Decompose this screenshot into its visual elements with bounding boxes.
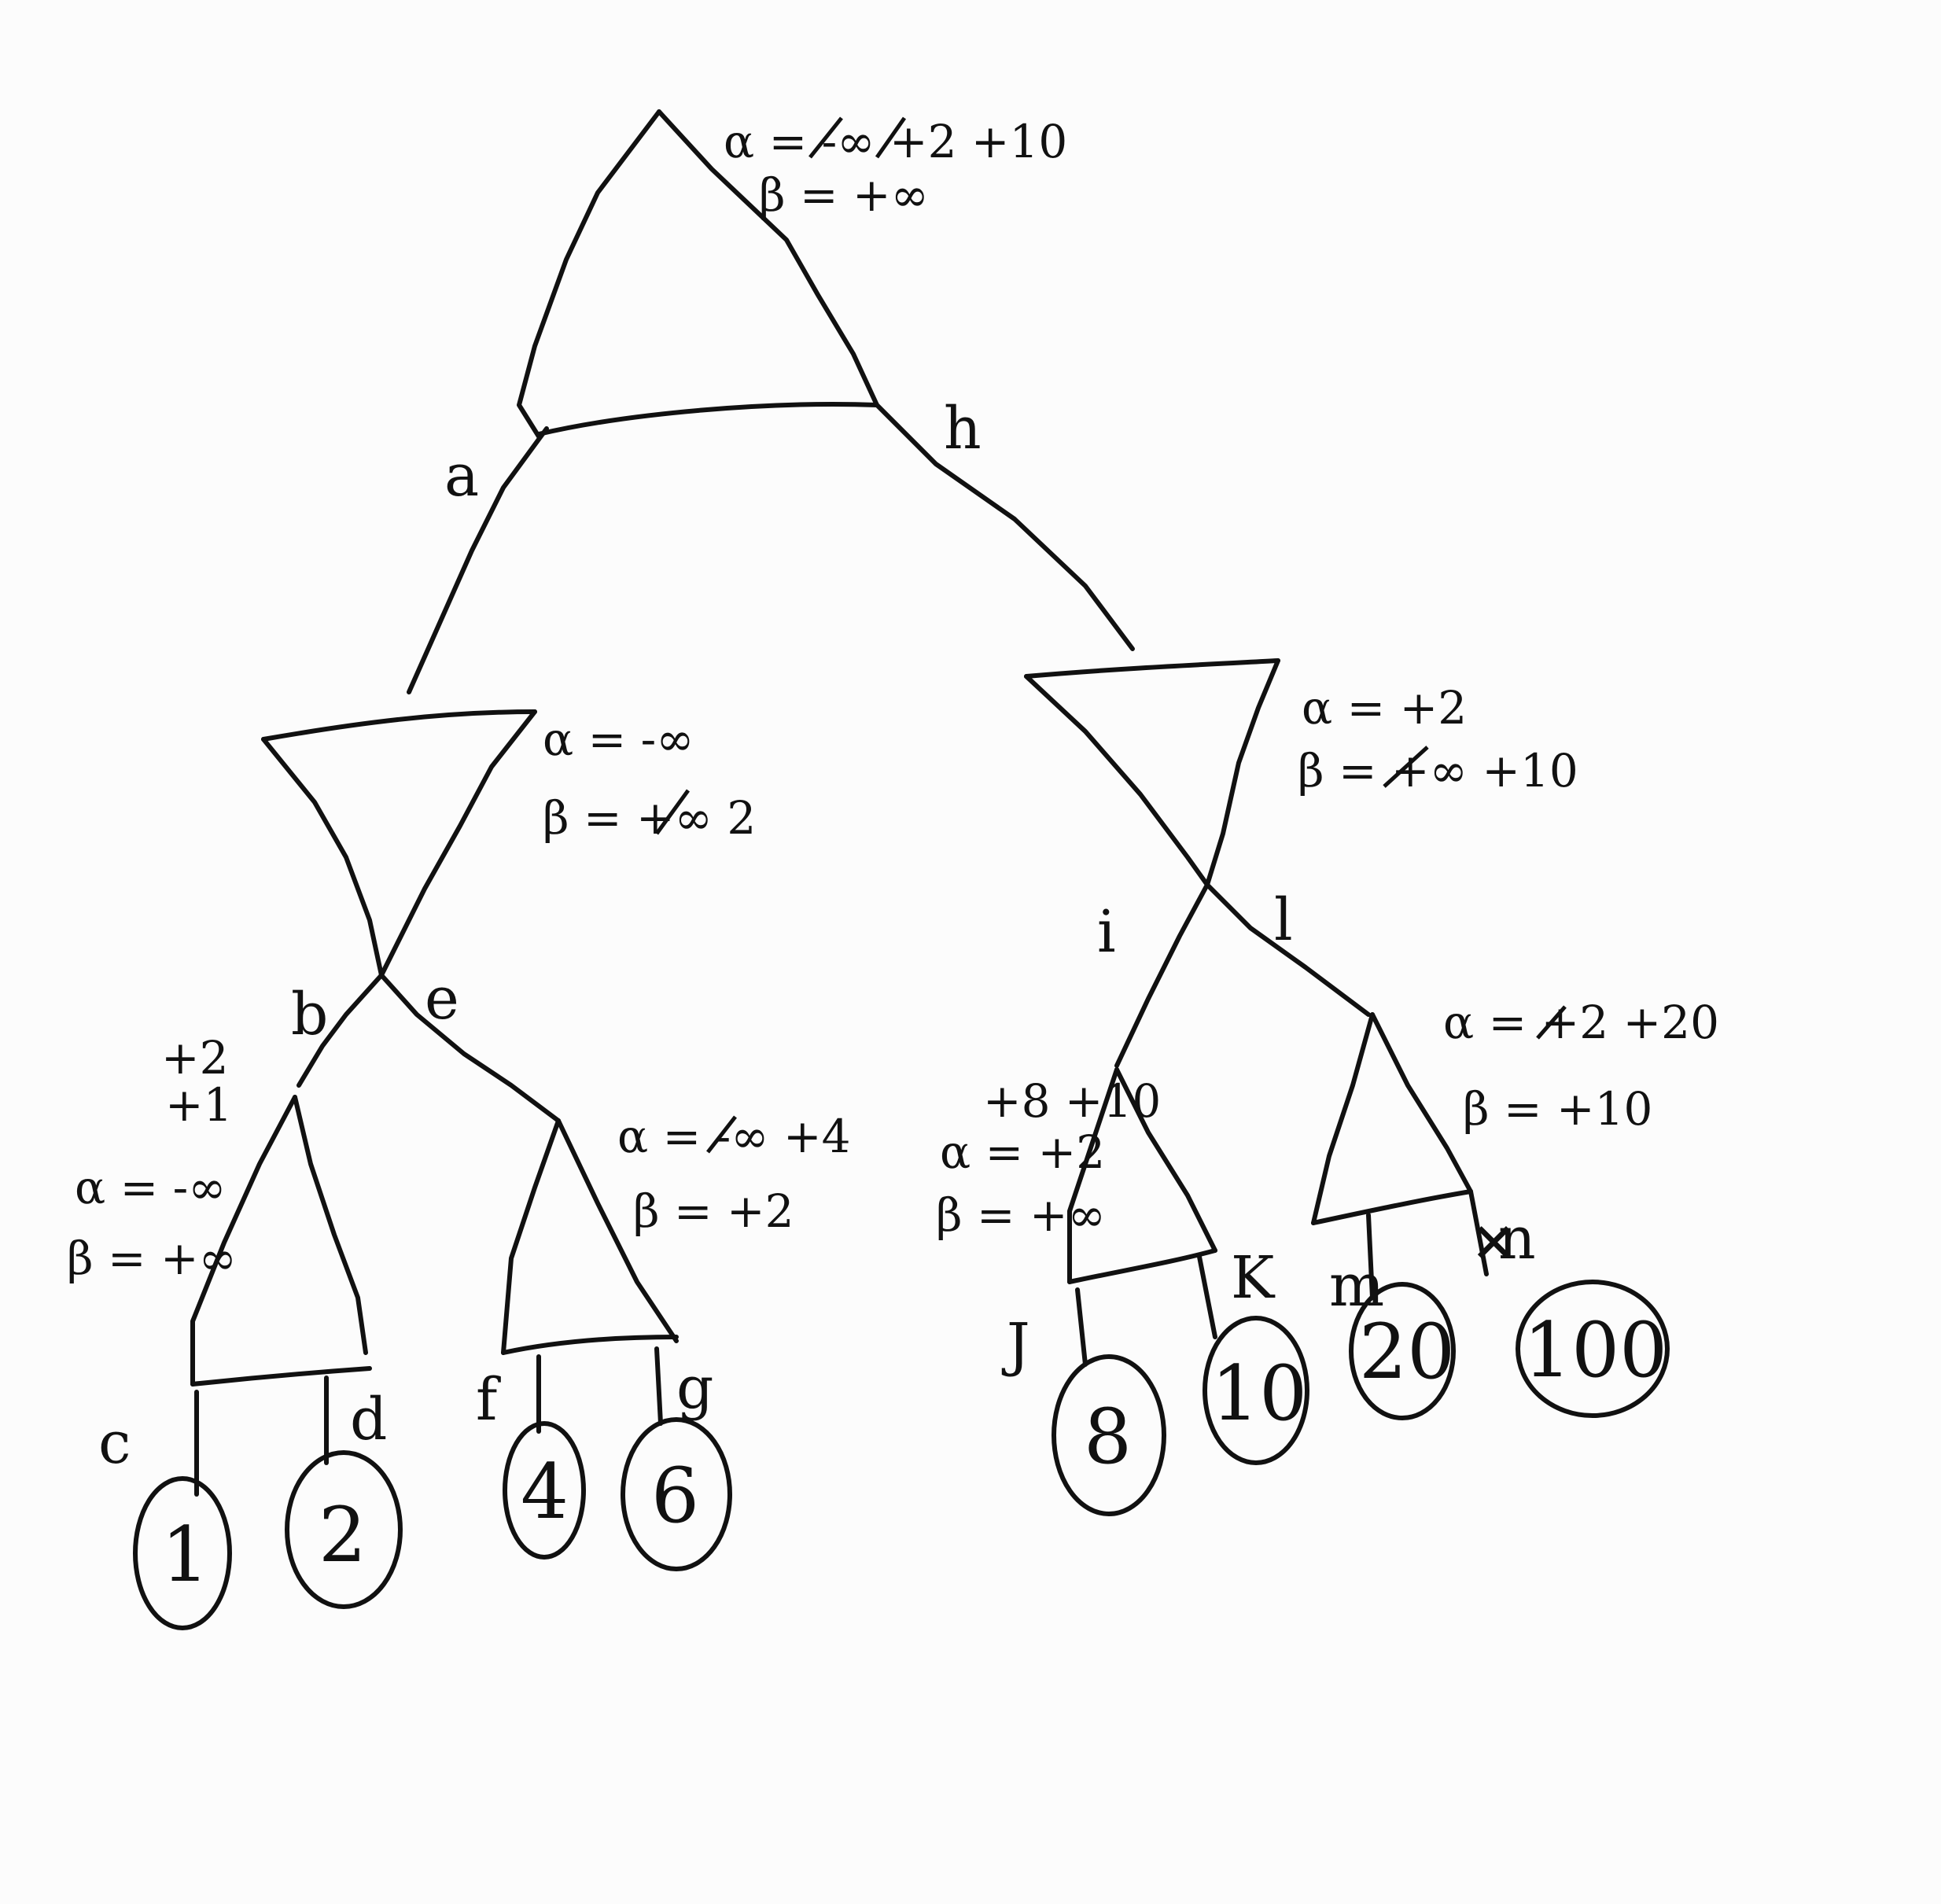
label-k: K (1231, 1244, 1276, 1312)
max-b-beta: β = +∞ (67, 1232, 237, 1285)
max-b-history: +2 (161, 1031, 229, 1085)
max-i-history: +8 +10 (983, 1074, 1161, 1128)
max-l-beta: β = +10 (1463, 1082, 1652, 1136)
edge-j (1075, 1287, 1088, 1367)
max-node-l (1311, 1012, 1473, 1225)
edge-g (654, 1346, 663, 1426)
leaf-8: 8 (1052, 1354, 1166, 1516)
edge-k (1197, 1254, 1217, 1339)
edge-m (1366, 1213, 1375, 1300)
label-m: m (1329, 1252, 1384, 1320)
root-max-node (517, 109, 879, 439)
min-right-beta: β = +∞ +10 (1298, 744, 1578, 797)
min-node-right (1024, 658, 1280, 887)
label-b: b (291, 981, 328, 1048)
max-b-alpha: α = -∞ (75, 1161, 227, 1214)
max-e-beta: β = +2 (633, 1184, 794, 1238)
label-n: n (1498, 1205, 1536, 1272)
label-i: i (1097, 898, 1116, 966)
svg-text:2: 2 (319, 1491, 366, 1579)
leaf-4: 4 (503, 1421, 586, 1560)
edge-h (875, 403, 1135, 651)
max-node-e (501, 1118, 679, 1355)
edge-n (1468, 1189, 1489, 1276)
pruned-cut-mark: ✕ (1471, 1211, 1517, 1276)
leaf-10: 10 (1203, 1316, 1309, 1465)
leaf-1: 1 (133, 1476, 232, 1630)
label-f: f (476, 1366, 501, 1434)
edge-l (1205, 882, 1371, 1017)
svg-text:4: 4 (521, 1448, 569, 1536)
max-b-history-2: +1 (165, 1078, 233, 1132)
leaf-20: 20 (1349, 1282, 1456, 1420)
label-j: J (1001, 1311, 1030, 1379)
edge-i (1114, 882, 1210, 1068)
svg-text:100: 100 (1523, 1306, 1667, 1394)
leaf-2: 2 (285, 1450, 403, 1609)
min-right-alpha: α = +2 (1302, 681, 1467, 735)
svg-text:6: 6 (651, 1452, 699, 1540)
label-a: a (444, 442, 479, 510)
min-left-beta: β = +∞ 2 (543, 791, 756, 845)
label-c: c (98, 1409, 131, 1477)
svg-text:1: 1 (161, 1511, 209, 1599)
leaf-6: 6 (621, 1417, 732, 1571)
svg-text:8: 8 (1084, 1393, 1132, 1481)
label-g: g (676, 1354, 713, 1422)
max-i-alpha: α = +2 (940, 1125, 1105, 1179)
svg-text:20: 20 (1359, 1308, 1455, 1396)
label-d: d (350, 1386, 387, 1453)
leaf-100: 100 (1516, 1280, 1670, 1418)
max-i-beta: β = +∞ (936, 1188, 1106, 1242)
label-e: e (425, 965, 459, 1033)
label-l: l (1274, 886, 1293, 954)
svg-text:10: 10 (1211, 1350, 1307, 1438)
edge-b (296, 973, 384, 1088)
edge-e (379, 973, 561, 1123)
max-l-alpha: α = +2 +20 (1443, 996, 1719, 1049)
strikethrough-marks (654, 116, 1567, 1154)
max-node-b (190, 1095, 372, 1387)
min-left-alpha: α = -∞ (543, 713, 694, 766)
root-alpha: α = -∞ +2 +10 (724, 115, 1067, 168)
label-h: h (944, 395, 982, 462)
min-node-left (261, 709, 537, 978)
root-beta: β = +∞ (759, 168, 929, 222)
edge-a (407, 426, 549, 694)
